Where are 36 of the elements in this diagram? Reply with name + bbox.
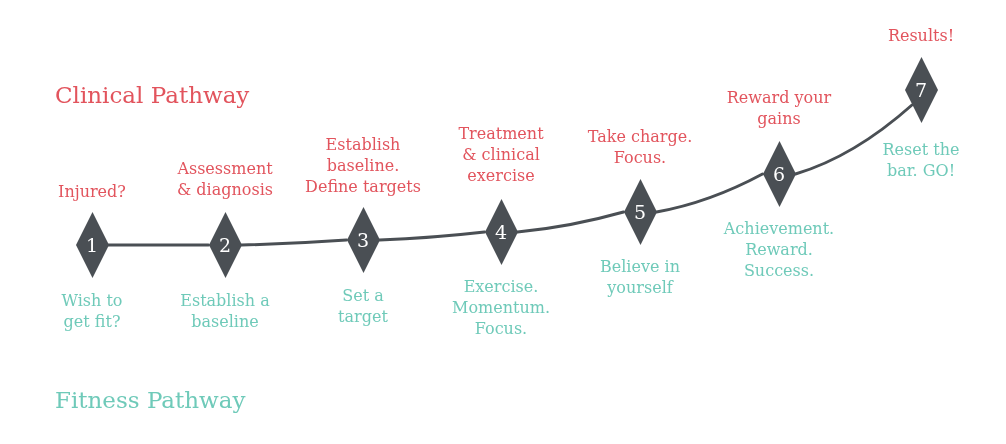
clinical-step-caption: Results! (886, 25, 956, 46)
clinical-step-caption: Establish baseline. Define targets (304, 134, 422, 197)
step-number: 6 (772, 164, 786, 184)
pathway-heading: Clinical Pathway (55, 81, 250, 109)
pathway-heading: Fitness Pathway (55, 386, 246, 414)
connector-line (240, 238, 348, 247)
connector-line (107, 243, 210, 247)
step-diamond (484, 199, 518, 265)
step-number: 5 (633, 202, 647, 222)
step-diamond (75, 212, 109, 278)
clinical-step-caption: Assessment & diagnosis (176, 158, 274, 200)
connector-line (516, 210, 625, 234)
step-number: 4 (494, 222, 508, 242)
fitness-step-caption: Achievement. Reward. Success. (722, 218, 836, 281)
step-diamond (346, 207, 380, 273)
step-number: 2 (218, 235, 232, 255)
fitness-step-caption: Reset the bar. GO! (881, 139, 961, 181)
step-diamond (623, 179, 657, 245)
fitness-step-caption: Set a target (337, 285, 389, 327)
fitness-step-caption: Believe in yourself (599, 256, 681, 298)
step-diamond (904, 57, 938, 123)
fitness-step-caption: Establish a baseline (179, 290, 271, 332)
clinical-step-caption: Reward your gains (725, 87, 833, 129)
step-diamond (208, 212, 242, 278)
clinical-step-caption: Take charge. Focus. (586, 126, 694, 168)
step-number: 3 (356, 230, 370, 250)
fitness-step-caption: Wish to get fit? (60, 290, 124, 332)
connector-line (378, 230, 486, 242)
fitness-step-caption: Exercise. Momentum. Focus. (451, 276, 551, 339)
connector-line (794, 103, 914, 176)
connector-line (655, 172, 764, 214)
clinical-step-caption: Injured? (57, 181, 127, 202)
step-number: 7 (914, 80, 928, 100)
step-diamond (762, 141, 796, 207)
step-number: 1 (85, 235, 99, 255)
clinical-step-caption: Treatment & clinical exercise (457, 123, 545, 186)
